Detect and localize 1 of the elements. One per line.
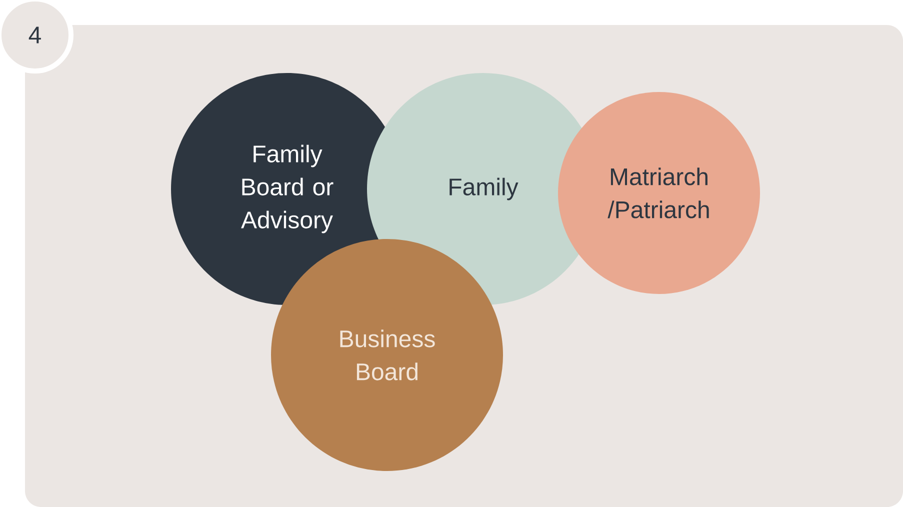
number-badge: 4 (0, 0, 74, 74)
